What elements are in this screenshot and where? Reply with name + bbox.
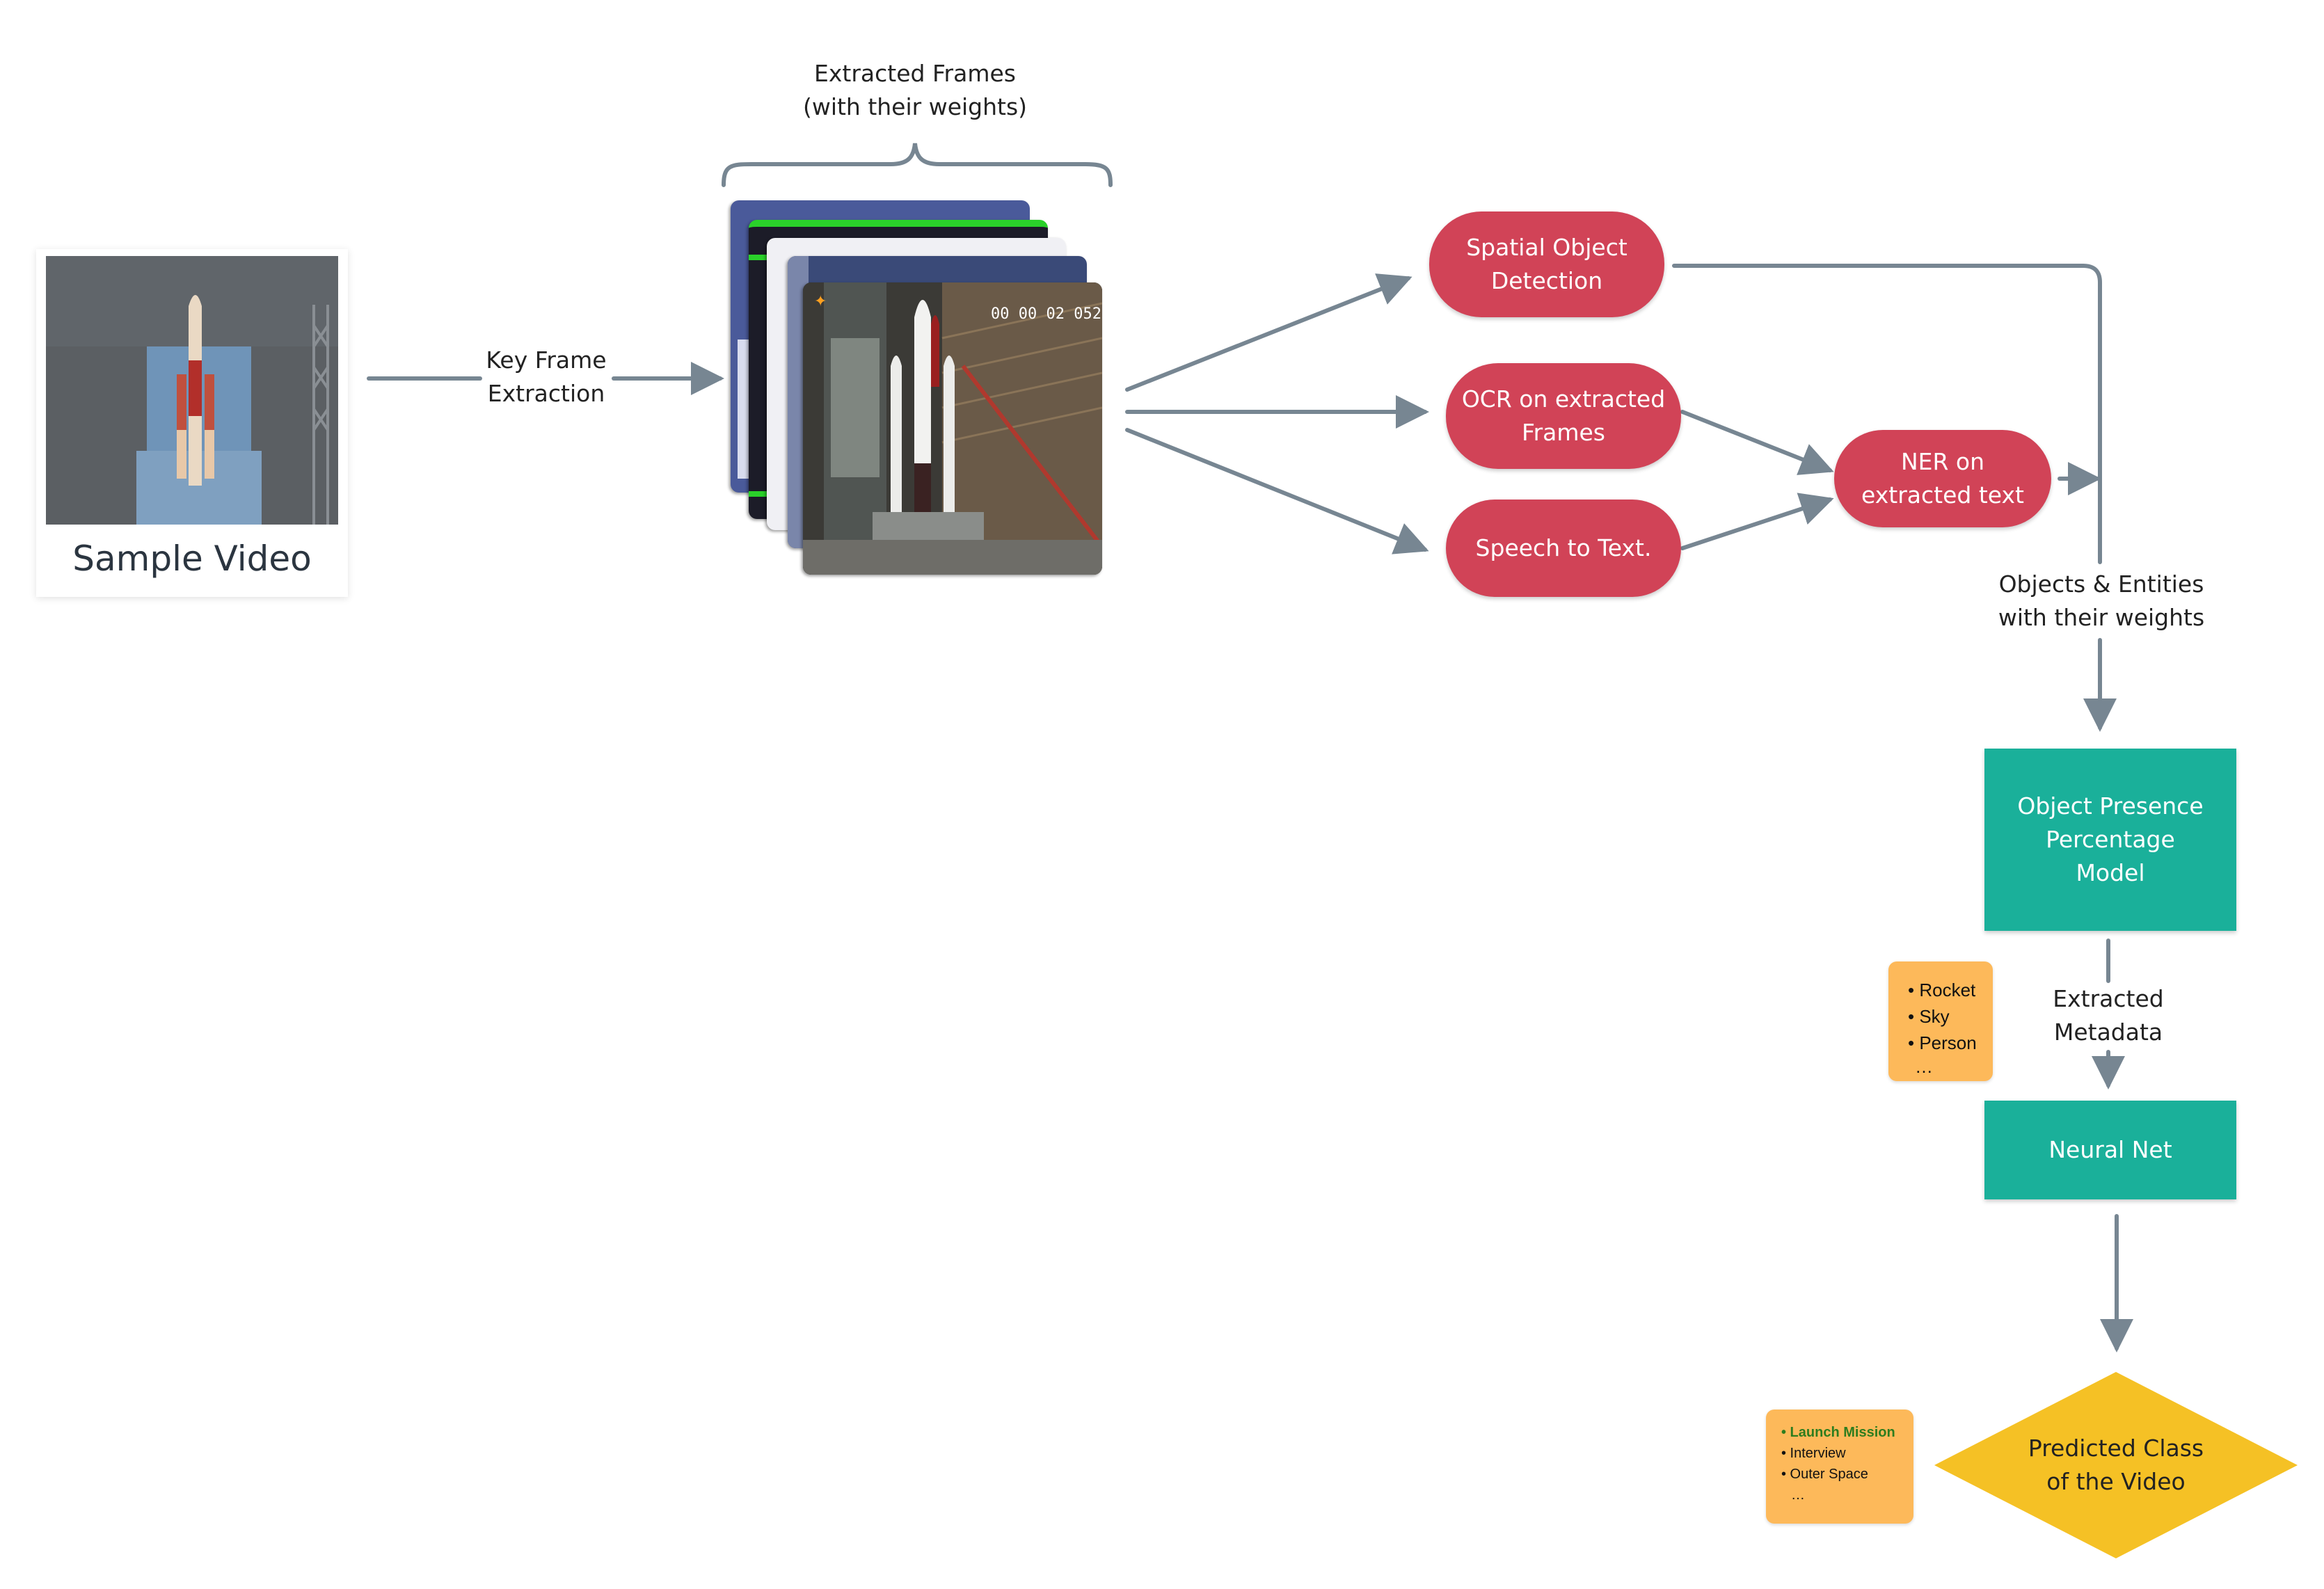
extracted-metadata-label: Extracted Metadata [2053, 985, 2164, 1046]
class-item: … [1791, 1487, 1805, 1503]
key-frame-extraction-label: Key Frame Extraction [486, 346, 607, 407]
rocket-frame-image: 00 00 02 052 ✦ [803, 282, 1102, 575]
metadata-note: • Rocket • Sky • Person … [1888, 961, 1993, 1081]
neural-net-node[interactable]: Neural Net [1984, 1101, 2236, 1199]
speech-to-text-node[interactable]: Speech to Text. [1446, 500, 1681, 597]
extracted-frames-stack[interactable]: 00 00 02 052 ✦ [731, 195, 1120, 584]
arrow-frames-to-spatial [1125, 273, 1412, 392]
frames-brace [722, 143, 1113, 187]
metadata-item: • Rocket [1908, 980, 1976, 1000]
objects-entities-label: Objects & Entities with their weights [1983, 568, 2220, 634]
metadata-item: … [1915, 1056, 1933, 1077]
extracted-frames-label: Extracted Frames (with their weights) [802, 60, 1028, 120]
object-presence-model-node[interactable]: Object Presence Percentage Model [1984, 749, 2236, 931]
spatial-object-detection-label: Spatial Object Detection [1466, 234, 1627, 294]
class-note: • Launch Mission • Interview • Outer Spa… [1766, 1410, 1913, 1524]
frame-front: 00 00 02 052 ✦ [803, 282, 1102, 575]
class-item: • Outer Space [1781, 1467, 1868, 1482]
svg-text:✦: ✦ [814, 293, 827, 310]
sample-video-caption: Sample Video [72, 538, 312, 579]
class-item: • Interview [1781, 1446, 1846, 1461]
ocr-node[interactable]: OCR on extracted Frames [1446, 363, 1681, 469]
metadata-item: • Sky [1908, 1006, 1950, 1027]
spatial-object-detection-node[interactable]: Spatial Object Detection [1429, 211, 1664, 317]
speech-to-text-label: Speech to Text. [1475, 534, 1652, 561]
predicted-class-label: Predicted Class of the Video [2028, 1435, 2204, 1495]
video-thumbnail[interactable] [46, 256, 338, 525]
frame-timestamp: 00 00 02 052 [991, 305, 1101, 323]
neural-net-label: Neural Net [2048, 1136, 2172, 1163]
predicted-class-node[interactable] [1932, 1369, 2300, 1561]
rocket-launch-image [46, 256, 338, 525]
ocr-label: OCR on extracted Frames [1461, 385, 1666, 446]
ner-label: NER on extracted text [1861, 448, 2024, 509]
object-presence-model-label: Object Presence Percentage Model [2017, 792, 2204, 886]
class-item-launch-mission: • Launch Mission [1781, 1425, 1895, 1440]
arrow-frames-to-speech [1125, 428, 1429, 554]
arrow-speech-to-ner [1680, 493, 1834, 550]
metadata-item: • Person [1908, 1032, 1977, 1053]
arrow-ocr-to-ner [1680, 410, 1834, 475]
ner-node[interactable]: NER on extracted text [1834, 430, 2051, 527]
sample-video-card[interactable]: Sample Video [36, 249, 348, 597]
arrow-spatial-route [1672, 264, 2102, 564]
